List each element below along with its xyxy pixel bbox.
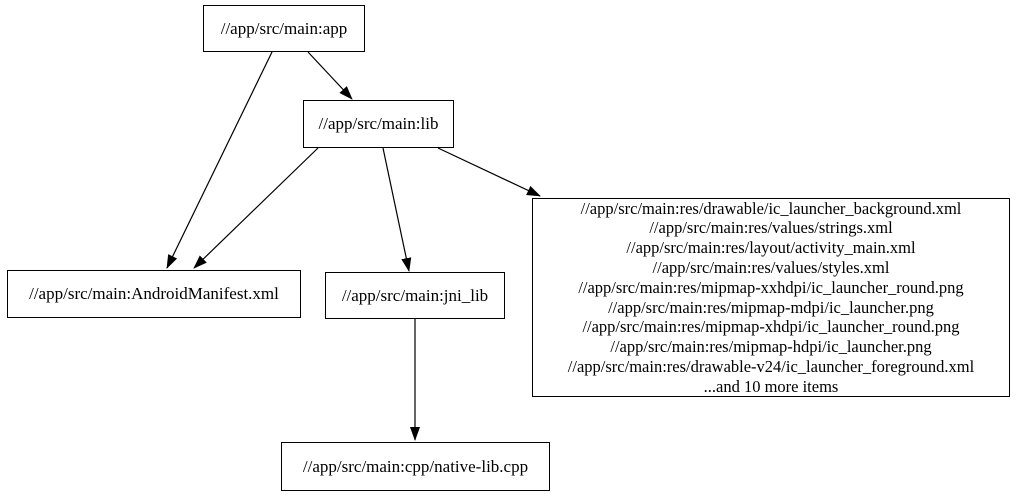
edge-lib-to-res-group bbox=[437, 147, 541, 197]
node-app-label: //app/src/main:app bbox=[220, 18, 348, 38]
node-jni-lib-label: //app/src/main:jni_lib bbox=[341, 285, 489, 305]
node-res-group: //app/src/main:res/drawable/ic_launcher_… bbox=[532, 198, 1010, 397]
res-group-line: //app/src/main:res/mipmap-xhdpi/ic_launc… bbox=[582, 317, 960, 337]
res-group-line: //app/src/main:res/layout/activity_main.… bbox=[626, 238, 916, 258]
edge-lib-to-jni-lib bbox=[382, 147, 412, 272]
node-app: //app/src/main:app bbox=[203, 5, 365, 52]
edge-app-to-lib bbox=[307, 51, 353, 100]
node-native-lib-cpp: //app/src/main:cpp/native-lib.cpp bbox=[281, 442, 550, 491]
res-group-line: //app/src/main:res/values/strings.xml bbox=[649, 218, 893, 238]
res-group-line: //app/src/main:res/drawable-v24/ic_launc… bbox=[567, 356, 975, 376]
node-lib-label: //app/src/main:lib bbox=[318, 114, 439, 133]
node-android-manifest: //app/src/main:AndroidManifest.xml bbox=[7, 270, 301, 318]
edge-lib-to-manifest bbox=[193, 147, 319, 269]
res-group-line: //app/src/main:res/mipmap-hdpi/ic_launch… bbox=[610, 337, 932, 357]
edge-app-to-manifest bbox=[166, 51, 273, 269]
res-group-more-items: ...and 10 more items bbox=[703, 376, 839, 396]
res-group-line: //app/src/main:res/values/styles.xml bbox=[652, 257, 890, 277]
node-jni-lib: //app/src/main:jni_lib bbox=[325, 272, 505, 319]
node-native-lib-cpp-label: //app/src/main:cpp/native-lib.cpp bbox=[302, 456, 529, 476]
res-group-line: //app/src/main:res/drawable/ic_launcher_… bbox=[580, 198, 962, 218]
res-group-line: //app/src/main:res/mipmap-xxhdpi/ic_laun… bbox=[578, 277, 964, 297]
node-lib: //app/src/main:lib bbox=[303, 100, 454, 148]
node-android-manifest-label: //app/src/main:AndroidManifest.xml bbox=[29, 284, 279, 303]
res-group-line: //app/src/main:res/mipmap-mdpi/ic_launch… bbox=[608, 297, 934, 317]
